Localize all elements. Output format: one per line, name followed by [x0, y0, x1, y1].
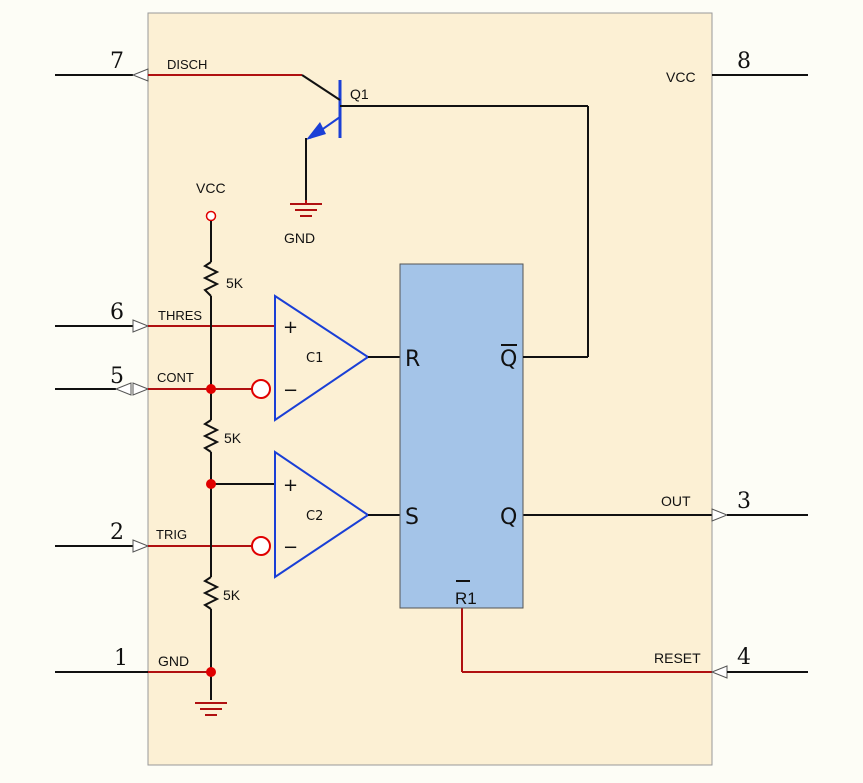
comparator-c2 [251, 450, 400, 579]
cont-label: CONT [157, 370, 194, 385]
c2-plus-sign: + [283, 475, 298, 496]
vcc-node-label: VCC [196, 180, 226, 196]
q1-label: Q1 [350, 86, 369, 102]
pin-7-number: 7 [110, 49, 124, 74]
gnd-pin-label: GND [158, 653, 189, 669]
pin-1-number: 1 [114, 646, 128, 671]
c1-plus-sign: + [283, 317, 298, 338]
pin-3-number: 3 [737, 489, 751, 514]
resistor-r2 [202, 419, 220, 453]
pin-5-cont [55, 382, 252, 396]
flip-flop-block [399, 263, 524, 609]
pin-4-number: 4 [737, 645, 751, 670]
reset-label: RESET [654, 650, 701, 666]
ground-symbol-q1 [290, 200, 322, 217]
vcc-terminal [205, 210, 217, 222]
ff-s-input: S [405, 505, 419, 530]
r2-value: 5K [224, 430, 242, 446]
ff-reset-input: R1 [455, 589, 477, 608]
ff-qbar-output: Q [500, 347, 517, 372]
pin-4-reset [461, 608, 808, 679]
vcc-pin-label: VCC [666, 69, 696, 85]
c2-inverting-bubble [251, 536, 271, 556]
resistor-r3 [202, 576, 220, 610]
c1-inverting-bubble [251, 379, 271, 399]
out-label: OUT [661, 493, 691, 509]
comparator-c1 [251, 294, 400, 422]
pin-2-number: 2 [110, 520, 124, 545]
pin-5-number: 5 [110, 364, 124, 389]
ground-symbol-bottom [195, 702, 227, 716]
pin-3-out [523, 508, 808, 522]
c2-minus-sign: − [283, 537, 298, 558]
c2-label: C2 [306, 509, 323, 524]
transistor-q1 [301, 74, 589, 357]
resistor-r1 [202, 261, 220, 297]
ff-q-output: Q [500, 505, 517, 530]
trig-label: TRIG [156, 527, 187, 542]
node-cont [206, 384, 216, 394]
ff-r-input: R [405, 347, 420, 372]
r3-value: 5K [223, 587, 241, 603]
node-c2-plus [206, 479, 216, 489]
thres-label: THRES [158, 308, 202, 323]
pin-8-number: 8 [737, 49, 751, 74]
r1-value: 5K [226, 275, 244, 291]
pin-7-disch [55, 68, 302, 82]
c1-minus-sign: − [283, 380, 298, 401]
c1-label: C1 [306, 351, 323, 366]
pin-2-trig [55, 539, 252, 553]
node-gnd [206, 667, 216, 677]
gnd-q1-label: GND [284, 230, 315, 246]
disch-label: DISCH [167, 57, 207, 72]
pin-6-number: 6 [110, 300, 124, 325]
